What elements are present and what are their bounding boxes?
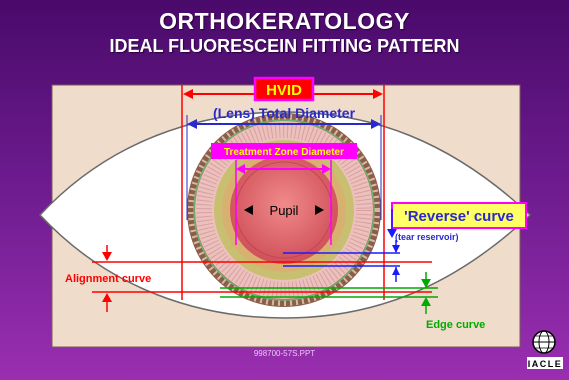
tear-reservoir-label: (tear reservoir) [395,232,459,242]
edge-curve-label: Edge curve [426,319,485,331]
hvid-label: HVID [266,82,302,99]
reverse-curve-label: 'Reverse' curve [404,208,514,225]
lens-total-diameter-label: (Lens) Total Diameter [213,105,356,121]
globe-icon [533,331,555,353]
logo-text: IACLE [528,359,563,369]
alignment-curve-label: Alignment curve [65,273,151,285]
slide-footer-code: 998700-57S.PPT [0,349,569,358]
treatment-zone-label: Treatment Zone Diameter [224,147,344,158]
iacle-logo: IACLE [527,328,563,370]
pupil-label: Pupil [270,203,299,218]
